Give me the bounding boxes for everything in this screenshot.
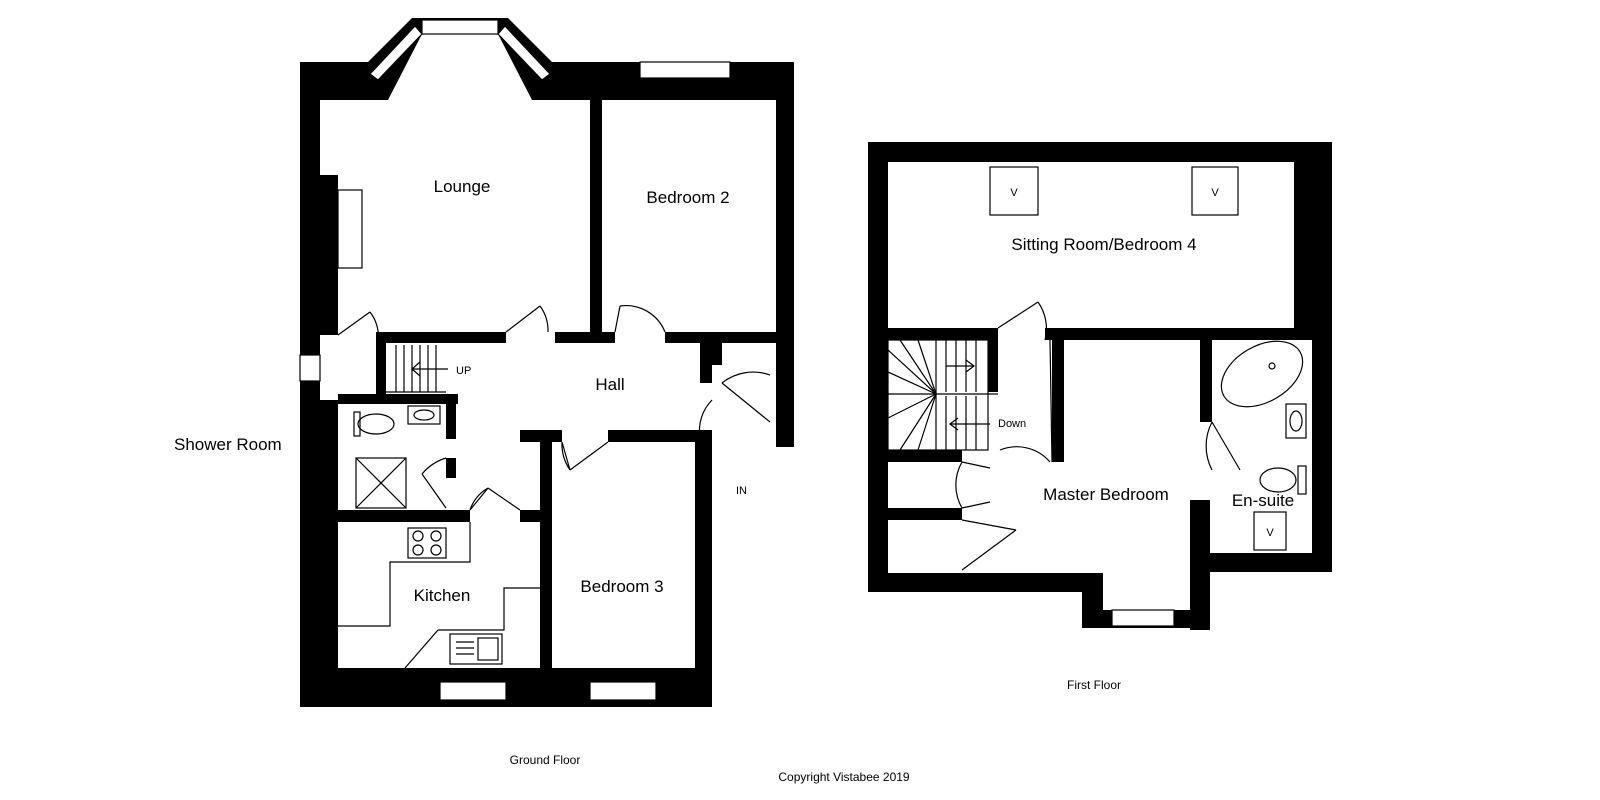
wall (1052, 340, 1064, 462)
room-label-hall: Hall (595, 375, 624, 394)
wall (988, 340, 998, 392)
window (497, 25, 551, 81)
door-swing (698, 399, 713, 439)
door-swing (997, 301, 1048, 341)
wall (446, 394, 456, 439)
room-label-shower-room: Shower Room (174, 435, 282, 454)
fireplace (337, 189, 363, 269)
room-label-bedroom-3: Bedroom 3 (580, 577, 663, 596)
wall (520, 430, 562, 442)
room-label-sitting-room: Sitting Room/Bedroom 4 (1011, 235, 1196, 254)
window (439, 681, 507, 701)
wall (446, 458, 456, 478)
door-swing (955, 461, 991, 509)
wall (300, 62, 320, 707)
velux-mark: V (1010, 187, 1018, 199)
ground-floor-caption: Ground Floor (510, 753, 581, 767)
wall (338, 394, 458, 404)
wall (700, 343, 712, 383)
staircase (887, 339, 998, 451)
room-label-ensuite: En-suite (1232, 491, 1294, 510)
first-floor-plan: V V V (868, 142, 1332, 692)
window (639, 61, 731, 79)
wall (868, 142, 1332, 162)
velux-window (1191, 166, 1239, 216)
velux-mark: V (1266, 527, 1274, 539)
wall (1190, 500, 1210, 630)
door-swing (614, 304, 666, 333)
door-swing (505, 305, 549, 333)
first-floor-caption: First Floor (1067, 678, 1121, 692)
door-swing (337, 311, 379, 343)
window (1111, 609, 1175, 627)
shower-tray (355, 457, 407, 509)
wall (1190, 553, 1332, 572)
room-label-bedroom-2: Bedroom 2 (646, 188, 729, 207)
wall (888, 450, 962, 462)
door-swing (999, 446, 1051, 463)
room-label-kitchen: Kitchen (414, 586, 471, 605)
room-label-master-bedroom: Master Bedroom (1043, 485, 1169, 504)
wall (520, 510, 540, 522)
basin (1285, 403, 1307, 439)
door-swing (721, 371, 771, 423)
entrance-label: IN (736, 485, 747, 497)
toilet (357, 413, 395, 435)
kitchen-sink (449, 633, 503, 665)
door-swing (469, 487, 521, 511)
wall (776, 62, 794, 447)
stairs-up-label: UP (456, 365, 471, 377)
wall (712, 343, 722, 365)
wall (868, 142, 888, 592)
window (589, 681, 657, 701)
wall (590, 100, 602, 335)
staircase (386, 345, 448, 393)
wall (695, 430, 712, 707)
wall (608, 430, 708, 442)
basin (407, 405, 441, 425)
worktop (338, 522, 471, 627)
worktop (404, 587, 540, 669)
stairs-down-label: Down (998, 418, 1026, 430)
velux-mark: V (1211, 187, 1219, 199)
wall (888, 508, 962, 520)
hob (407, 527, 447, 559)
wall (320, 175, 338, 335)
toilet-cistern (1297, 465, 1307, 495)
velux-window (1253, 511, 1287, 551)
wall (1294, 142, 1332, 332)
door-swing (1205, 421, 1241, 471)
wall (555, 332, 615, 343)
wall (338, 510, 470, 522)
wall (376, 332, 386, 394)
window (421, 19, 499, 35)
wall (540, 430, 552, 668)
velux-window (989, 166, 1039, 216)
door-swing (961, 519, 1017, 571)
room-label-lounge: Lounge (434, 177, 491, 196)
toilet-cistern (353, 411, 361, 437)
door-swing (561, 441, 609, 471)
bath (1220, 340, 1304, 408)
wall (320, 400, 338, 668)
wall (888, 328, 998, 340)
door-swing (1049, 339, 1053, 463)
wall (1045, 328, 1312, 340)
wall (376, 332, 506, 343)
window (299, 354, 321, 382)
toilet (1259, 467, 1297, 493)
wall (1200, 340, 1212, 422)
wall (868, 573, 1103, 592)
wall (1312, 332, 1332, 572)
door-swing (421, 457, 447, 509)
wall (665, 332, 776, 343)
copyright: Copyright Vistabee 2019 (778, 770, 910, 784)
ground-floor-plan: Lounge Bedroom 2 Hall Shower Room Kitche… (174, 18, 794, 767)
